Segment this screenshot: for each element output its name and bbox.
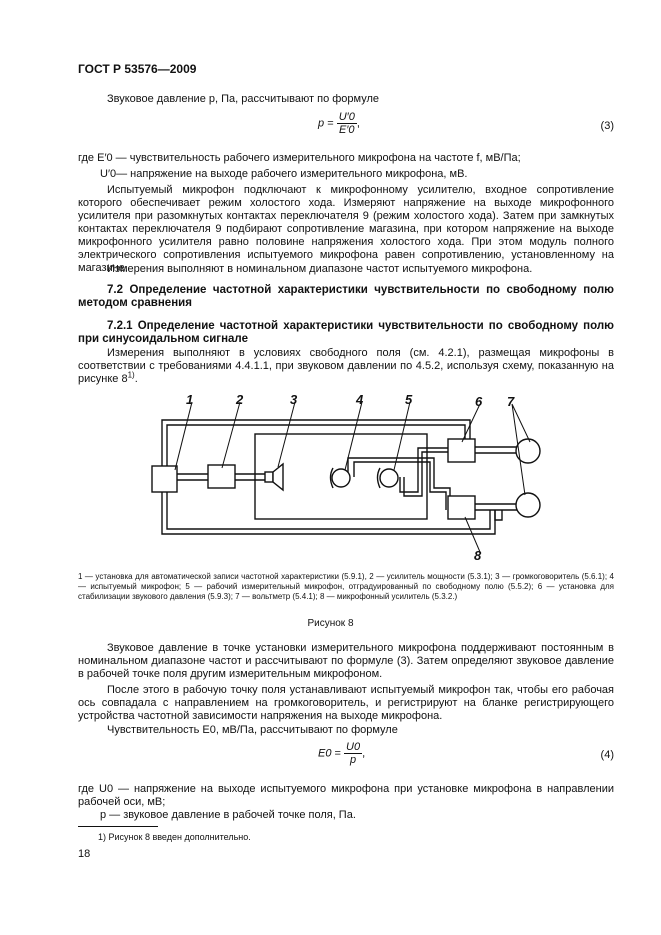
figure-label-7: 7 xyxy=(507,394,515,409)
paragraph-free-field-text: Измерения выполняют в условиях свободног… xyxy=(78,347,614,385)
paragraph-frequency-range: Измерения выполняют в номинальном диапаз… xyxy=(107,263,533,275)
block-2-amplifier xyxy=(207,464,236,489)
figure-label-5: 5 xyxy=(405,392,413,407)
where-2-line-1: где U0 — напряжение на выходе испытуемог… xyxy=(78,783,614,808)
document-id: ГОСТ Р 53576—2009 xyxy=(78,62,197,76)
wire-8-link xyxy=(494,510,503,521)
wire-mic-5-b xyxy=(403,451,450,497)
formula-3-lhs: p xyxy=(318,117,325,130)
paragraph-formula-intro: Звуковое давление p, Па, рассчитывают по… xyxy=(107,93,380,105)
formula-4-fraction: U0 p xyxy=(344,741,363,766)
leader-7 xyxy=(511,403,531,496)
leader-1 xyxy=(174,401,193,471)
leader-6 xyxy=(461,403,481,443)
wire-inner-top xyxy=(166,424,466,466)
figure-label-6: 6 xyxy=(475,394,483,409)
heading-7-2-1: 7.2.1 Определение частотной характеристи… xyxy=(78,320,614,345)
where-1-line-2: U′0— напряжение на выходе рабочего измер… xyxy=(100,168,468,180)
block-8-mic-amplifier xyxy=(447,495,476,520)
paragraph-test-mic: После этого в рабочую точку поля устанав… xyxy=(78,684,614,722)
heading-7-2: 7.2 Определение частотной характеристики… xyxy=(78,284,614,309)
figure-8-diagram: 1 2 3 4 5 6 7 8 xyxy=(151,392,541,562)
figure-label-4: 4 xyxy=(355,392,364,407)
wire-mic-4-b xyxy=(353,461,447,510)
wire-1-2 xyxy=(177,473,208,481)
wire-mic-5 xyxy=(399,447,450,493)
footnote-text: 1) Рисунок 8 введен дополнительно. xyxy=(98,832,251,842)
block-6-stabilizer xyxy=(447,438,476,463)
where-1-line-1: где E′0 — чувствительность рабочего изме… xyxy=(78,152,521,164)
formula-3-numerator: U′0 xyxy=(336,111,357,124)
formula-3-tail: , xyxy=(356,117,360,130)
paragraph-open-circuit: Испытуемый микрофон подключают к микрофо… xyxy=(78,184,614,274)
paragraph-sound-pressure: Звуковое давление в точке установки изме… xyxy=(78,642,614,680)
where-2-line-2: p — звуковое давление в рабочей точке по… xyxy=(100,809,356,821)
wire-6-7 xyxy=(475,446,518,454)
formula-3: p = U′0 E′0 , xyxy=(318,111,360,136)
wire-inner-bottom xyxy=(166,488,491,530)
mic-4-icon xyxy=(329,467,351,489)
formula-3-fraction: U′0 E′0 xyxy=(336,111,357,136)
mic-5-icon xyxy=(376,467,399,489)
formula-3-number: (3) xyxy=(600,120,614,132)
formula-4-tail: , xyxy=(362,747,366,760)
formula-4-eq: = xyxy=(334,747,341,760)
wire-8-7 xyxy=(475,503,518,511)
wire-outer-bottom xyxy=(161,488,496,535)
leader-2 xyxy=(221,401,241,469)
voltmeter-7-bottom-icon xyxy=(515,492,541,518)
leader-8 xyxy=(464,516,481,553)
formula-3-denominator: E′0 xyxy=(338,124,355,136)
formula-3-eq: = xyxy=(327,117,334,130)
formula-4: E0 = U0 p , xyxy=(318,741,365,766)
figure-label-1: 1 xyxy=(186,392,193,407)
paragraph-sensitivity: Чувствительность E0, мВ/Па, рассчитывают… xyxy=(107,724,398,736)
speaker-3-icon xyxy=(264,462,284,492)
figure-8-title: Рисунок 8 xyxy=(307,618,354,629)
figure-label-2: 2 xyxy=(235,392,244,407)
leader-5 xyxy=(393,401,411,471)
formula-4-numerator: U0 xyxy=(344,741,363,754)
figure-8-caption: 1 — установка для автоматической записи … xyxy=(78,572,614,601)
speaker-enclosure xyxy=(254,433,428,520)
block-1-recorder xyxy=(151,465,178,493)
wire-mic-4 xyxy=(347,457,451,510)
footnote-marker: 1) xyxy=(127,370,135,380)
figure-label-8: 8 xyxy=(474,548,482,562)
paragraph-free-field: Измерения выполняют в условиях свободног… xyxy=(78,347,614,385)
formula-4-lhs: E0 xyxy=(318,747,332,760)
figure-label-3: 3 xyxy=(290,392,298,407)
footnote-divider xyxy=(78,826,158,827)
page-number: 18 xyxy=(78,848,91,860)
leader-3 xyxy=(277,401,296,468)
wire-outer-top xyxy=(161,419,471,466)
leader-4 xyxy=(344,401,363,471)
voltmeter-7-top-icon xyxy=(515,438,541,464)
wire-2-3 xyxy=(235,473,265,481)
formula-4-number: (4) xyxy=(600,749,614,761)
formula-4-denominator: p xyxy=(350,754,357,766)
